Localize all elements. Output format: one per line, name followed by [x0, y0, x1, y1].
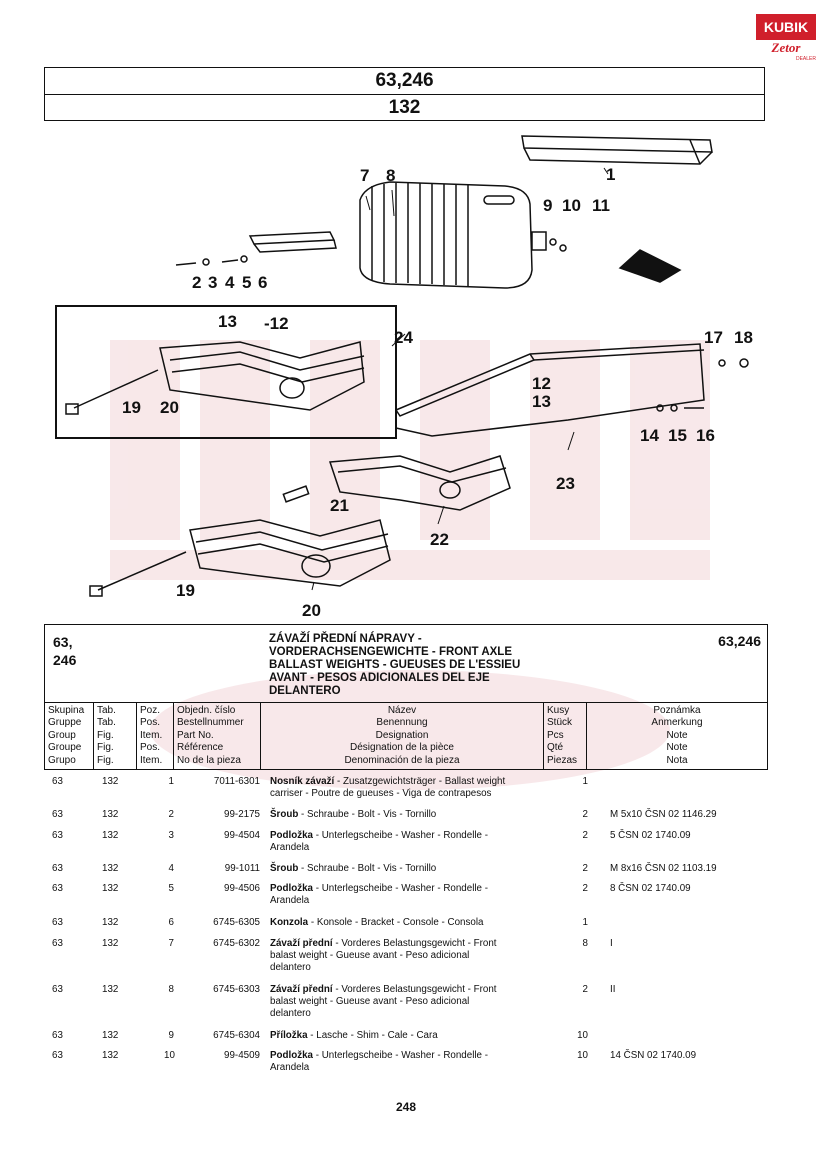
callout-15: 15 [668, 426, 687, 445]
inset-rod [65, 369, 159, 415]
weight-20 [189, 519, 391, 587]
col-poz: Poz.Pos.Item.Pos.Item. [136, 701, 174, 771]
callout-20-inset: 20 [160, 398, 179, 417]
callout-16: 16 [696, 426, 715, 445]
callout-19-inset: 19 [122, 398, 141, 417]
header-box: 63,246 132 [44, 67, 765, 121]
title-description: ZÁVAŽÍ PŘEDNÍ NÁPRAVY - VORDERACHSENGEWI… [269, 633, 521, 697]
pin-21 [282, 485, 310, 503]
shim-and-washers [531, 231, 567, 252]
callout-13: 13 [532, 392, 551, 411]
brand-logo: KUBIK Zetor DEALER [756, 14, 816, 62]
callout-22: 22 [430, 530, 449, 549]
callout-24: 24 [394, 328, 413, 347]
callout-17: 17 [704, 328, 723, 347]
bolts-2-5 [175, 255, 248, 266]
weight-22 [328, 455, 511, 511]
front-weight-stack [359, 181, 533, 289]
title-block: 63, 246 ZÁVAŽÍ PŘEDNÍ NÁPRAVY - VORDERAC… [44, 624, 768, 703]
callout-2: 2 [192, 273, 202, 292]
callout-10: 10 [562, 196, 581, 215]
callout-4: 4 [225, 273, 235, 292]
inset-weight [159, 341, 365, 411]
callout-1: 1 [606, 165, 616, 184]
main-weight-frame [395, 343, 705, 437]
brand-logo-top: KUBIK [756, 14, 816, 40]
callout-18: 18 [734, 328, 753, 347]
rod-19 [89, 551, 187, 597]
callout-14: 14 [640, 426, 659, 445]
title-group-number: 63,246 [718, 633, 761, 649]
direction-arrow [618, 249, 682, 283]
callout-13-inset: 13 [218, 312, 237, 331]
bracket [248, 231, 337, 253]
callout-9: 9 [543, 196, 553, 215]
callout-3: 3 [208, 273, 218, 292]
brand-logo-tiny: DEALER [795, 56, 816, 62]
frame-fasteners [656, 358, 749, 412]
exploded-parts-drawing [55, 135, 749, 597]
col-tab: Tab.Tab.Fig.Fig.Fig. [93, 701, 137, 771]
callout-23: 23 [556, 474, 575, 493]
callout-21: 21 [330, 496, 349, 515]
callout-20: 20 [302, 601, 321, 620]
callout-5: 5 [242, 273, 252, 292]
callout-7: 7 [360, 166, 370, 185]
callout-11: 11 [592, 196, 610, 215]
title-group-code: 63, 246 [53, 634, 77, 668]
ballast-carrier-small [521, 135, 713, 165]
page-number: 248 [396, 1100, 417, 1114]
callout-12: 12 [532, 374, 551, 393]
callout-8: 8 [386, 166, 396, 185]
callout-19: 19 [176, 581, 195, 600]
brand-logo-bottom: Zetor [771, 40, 801, 55]
header-group-number: 63,246 [375, 70, 434, 91]
inset-frame [55, 305, 397, 439]
callout-12-inset: -12 [264, 314, 289, 333]
callout-6: 6 [258, 273, 268, 292]
header-table-number: 132 [45, 94, 764, 121]
